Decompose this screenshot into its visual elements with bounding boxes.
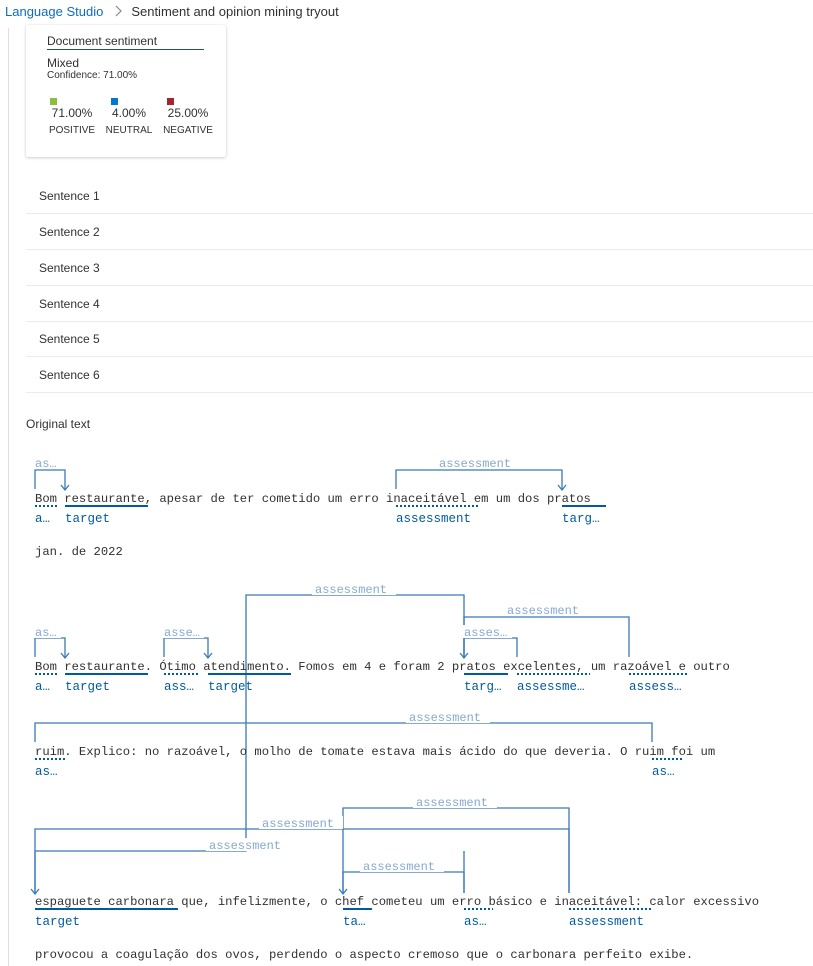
chevron-right-icon xyxy=(115,5,123,17)
text-line: Bom restaurante, apesar de ter cometido … xyxy=(35,492,591,506)
relation-label: assessment xyxy=(315,583,387,597)
relation-arc xyxy=(34,722,653,742)
entity-label: as… xyxy=(652,765,675,779)
sentence-row-2[interactable]: Sentence 2 xyxy=(26,215,813,250)
text-line: jan. de 2022 xyxy=(35,545,123,559)
relation-label: assessment xyxy=(416,796,488,810)
relation-label: as… xyxy=(35,457,57,471)
negative-label: NEGATIVE xyxy=(163,125,213,136)
entity-label: ass… xyxy=(164,680,194,694)
arrowhead-icon xyxy=(60,484,70,492)
sentence-row-6[interactable]: Sentence 6 xyxy=(26,358,813,393)
entity-label: target xyxy=(35,915,80,929)
relation-arc xyxy=(34,469,66,489)
entity-label: as… xyxy=(35,765,58,779)
entity-label: ta… xyxy=(343,915,366,929)
entity-label: assessment xyxy=(396,512,471,526)
negative-percent: 25.00% xyxy=(167,106,209,120)
arrowhead-icon xyxy=(459,652,469,660)
entity-label: a… xyxy=(35,680,50,694)
entity-label: a… xyxy=(35,512,50,526)
relation-label: assessment xyxy=(363,860,435,874)
sentence-row-4[interactable]: Sentence 4 xyxy=(26,287,813,322)
original-text-title: Original text xyxy=(26,417,91,431)
entity-label: assessment xyxy=(569,915,644,929)
document-sentiment-card: Document sentiment Mixed Confidence: 71.… xyxy=(26,25,226,157)
entity-label: assessme… xyxy=(517,680,585,694)
neutral-percent: 4.00% xyxy=(111,106,147,120)
breadcrumb: Language Studio Sentiment and opinion mi… xyxy=(5,2,339,20)
neutral-label: NEUTRAL xyxy=(105,125,153,136)
relation-arc xyxy=(342,871,465,893)
entity-label: target xyxy=(65,512,110,526)
overall-sentiment: Mixed xyxy=(47,56,80,70)
negative-color-swatch xyxy=(167,98,174,105)
positive-percent: 71.00% xyxy=(51,106,93,120)
text-line: provocou a coagulação dos ovos, perdendo… xyxy=(35,948,693,962)
entity-label: targ… xyxy=(562,512,600,526)
arrowhead-icon xyxy=(338,888,348,896)
relation-arc xyxy=(245,594,465,820)
positive-label: POSITIVE xyxy=(48,125,96,136)
text-line: Bom restaurante. Ótimo atendimento. Fomo… xyxy=(35,659,730,674)
relation-arc xyxy=(463,637,518,657)
relation-label: assessment xyxy=(262,817,334,831)
relation-label: assessment xyxy=(439,457,511,471)
entity-label: targ… xyxy=(464,680,502,694)
sentence-row-1[interactable]: Sentence 1 xyxy=(26,179,813,214)
document-sentiment-title: Document sentiment xyxy=(47,34,204,50)
text-line: espaguete carbonara que, infelizmente, o… xyxy=(35,895,759,909)
positive-color-swatch xyxy=(50,98,57,105)
entity-label: target xyxy=(208,680,253,694)
arrowhead-icon xyxy=(60,652,70,660)
sentence-row-5[interactable]: Sentence 5 xyxy=(26,322,813,357)
confidence-score: Confidence: 71.00% xyxy=(47,70,138,81)
relation-arc xyxy=(342,807,570,893)
relation-label: asses… xyxy=(464,626,507,640)
arrowhead-icon xyxy=(30,888,40,896)
arrowhead-icon xyxy=(203,652,213,660)
breadcrumb-current-page: Sentiment and opinion mining tryout xyxy=(131,3,339,19)
arrowhead-icon xyxy=(557,484,567,492)
breadcrumb-language-studio-link[interactable]: Language Studio xyxy=(5,3,104,19)
panel-divider xyxy=(8,28,9,966)
neutral-color-swatch xyxy=(111,98,118,105)
text-line: ruim. Explico: no razoável, o molho de t… xyxy=(35,745,715,759)
relation-arc xyxy=(163,637,209,657)
relation-label: assessment xyxy=(409,711,481,725)
relation-arc xyxy=(395,469,563,489)
sentence-row-3[interactable]: Sentence 3 xyxy=(26,251,813,286)
entity-label: as… xyxy=(464,915,487,929)
relation-arc xyxy=(34,828,570,893)
relation-label: as… xyxy=(35,626,57,640)
relation-label: assessment xyxy=(507,604,579,618)
relation-label: assessment xyxy=(209,839,281,853)
relation-arc xyxy=(34,637,66,657)
entity-label: target xyxy=(65,680,110,694)
relation-label: asse… xyxy=(164,626,200,640)
entity-label: assess… xyxy=(629,680,682,694)
